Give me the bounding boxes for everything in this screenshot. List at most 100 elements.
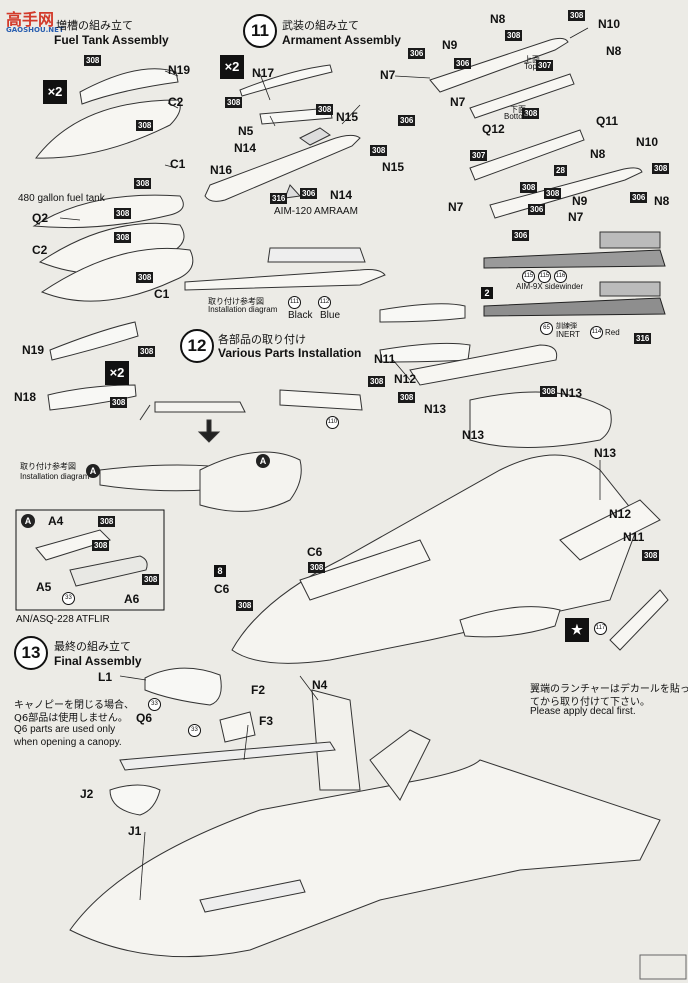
canopy-note-jp-2: Q6部品は使用しません。 (14, 713, 128, 724)
tank-half-upper (35, 99, 181, 159)
part-label-n13: N13 (462, 428, 485, 442)
part-label-n8: N8 (590, 147, 606, 161)
detail-a-marker: A (256, 454, 270, 468)
paint-badge: 306 (512, 230, 530, 241)
part-label-c1: C1 (170, 157, 186, 171)
paint-circle-33: 33 (188, 724, 201, 737)
part-label-n7: N7 (448, 200, 464, 214)
step11-x2-marker: ×2 (220, 55, 244, 79)
step13-number: 13 (14, 636, 48, 670)
paint-circle-116: 116 (554, 270, 567, 283)
part-label-a6: A6 (124, 592, 140, 606)
part-label-j1: J1 (128, 824, 142, 838)
part-label-n17: N17 (252, 66, 275, 80)
part-label-n11: N11 (623, 530, 645, 544)
step11-title-jp: 武装の組み立て (282, 19, 359, 32)
paint-circle-114: 114 (590, 326, 603, 339)
paint-badge: 308 (138, 346, 156, 357)
part-label-n5: N5 (238, 124, 254, 138)
atflir-caption: AN/ASQ-228 ATFLIR (16, 614, 110, 625)
paint-badge: 307 (470, 150, 488, 161)
paint-circle-112: 112 (318, 296, 331, 309)
part-label-n12: N12 (609, 507, 632, 521)
sidewinder-top-en: Top (524, 62, 537, 71)
step13-title-jp: 最終の組み立て (54, 640, 131, 653)
part-label-n19: N19 (22, 343, 45, 357)
paint-badge: 308 (114, 232, 132, 243)
part-label-a5: A5 (36, 580, 52, 594)
part-label-n9: N9 (572, 194, 588, 208)
watermark-sub: GAOSHOU.NET (6, 26, 64, 34)
sidewinder-bottom-jp: 下面 (510, 105, 526, 114)
tank-cap-part (79, 68, 179, 105)
launcher-note-en: Please apply decal first. (530, 706, 636, 717)
step13-title-en: Final Assembly (54, 654, 142, 668)
color-black-label: Black (288, 310, 313, 321)
paint-badge: 308 (142, 574, 160, 585)
part-label-j2: J2 (80, 787, 94, 801)
part-label-q2: Q2 (32, 211, 49, 225)
part-label-n13: N13 (560, 386, 583, 400)
sidewinder-caption: AIM-9X sidewinder (516, 282, 584, 291)
part-label-n15: N15 (336, 110, 359, 124)
part-label-n13: N13 (594, 446, 617, 460)
paint-badge: 307 (536, 60, 554, 71)
paint-badge: 308 (316, 104, 334, 115)
part-label-q12: Q12 (482, 122, 505, 136)
part-label-q11: Q11 (596, 114, 619, 128)
step10-title-jp: 増槽の組み立て (56, 19, 133, 32)
decal-star-marker: ★ (565, 618, 589, 642)
paint-circle-111: 111 (288, 296, 301, 309)
part-label-a4: A4 (48, 514, 64, 528)
paint-circle-65: 65 (540, 322, 553, 335)
part-label-n8: N8 (606, 44, 622, 58)
sidewinder-top-jp: 上面 (524, 55, 540, 64)
part-label-c2: C2 (32, 243, 48, 257)
part-label-n13: N13 (424, 402, 447, 416)
part-label-l1: L1 (98, 670, 113, 684)
part-label-f2: F2 (251, 683, 266, 697)
paint-badge: 308 (225, 97, 243, 108)
paint-badge: 306 (528, 204, 546, 215)
install-caption-en-11: Installation diagram (208, 305, 278, 314)
launcher-note-jp-1: 翼端のランチャーはデカールを貼っ (530, 684, 688, 695)
paint-badge: 308 (368, 376, 386, 387)
paint-badge: 308 (398, 392, 416, 403)
fuel-tank-caption: 480 gallon fuel tank (18, 193, 105, 204)
part-label-f3: F3 (259, 714, 274, 728)
step11-title-en: Armament Assembly (282, 33, 401, 47)
paint-badge: 308 (84, 55, 102, 66)
paint-badge: 306 (300, 188, 318, 199)
part-label-n7: N7 (380, 68, 396, 82)
part-label-n4: N4 (312, 678, 328, 692)
paint-badge: 316 (634, 333, 652, 344)
paint-badge: 306 (408, 48, 426, 59)
inert-jp: 訓練弾 (556, 322, 577, 330)
part-label-n14: N14 (234, 141, 257, 155)
install-caption-en: Installation diagram (20, 472, 90, 481)
paint-circle-110: 110 (326, 416, 339, 429)
step10-x2-marker: ×2 (43, 80, 67, 104)
paint-badge: 308 (568, 10, 586, 21)
paint-circle-33: 33 (148, 698, 161, 711)
step10-x2-marker-2: ×2 (105, 361, 129, 385)
part-label-n10: N10 (598, 17, 621, 31)
c6-quantity-box: 8 (214, 565, 226, 577)
part-label-n11: N11 (374, 352, 396, 366)
paint-badge: 308 (642, 550, 660, 561)
part-label-c1: C1 (154, 287, 170, 301)
amraam-caption: AIM-120 AMRAAM (274, 206, 358, 217)
paint-badge: 306 (630, 192, 648, 203)
paint-circle-117: 117 (594, 622, 607, 635)
step12-number: 12 (180, 329, 214, 363)
paint-badge: 308 (236, 600, 254, 611)
paint-badge: 306 (454, 58, 472, 69)
part-label-q6: Q6 (136, 711, 153, 725)
inert-en: INERT (556, 330, 580, 339)
paint-badge: 308 (92, 540, 110, 551)
part-label-n18: N18 (14, 390, 37, 404)
paint-badge: 316 (270, 193, 288, 204)
paint-badge: 28 (554, 165, 567, 176)
detail-a-marker: A (86, 464, 100, 478)
